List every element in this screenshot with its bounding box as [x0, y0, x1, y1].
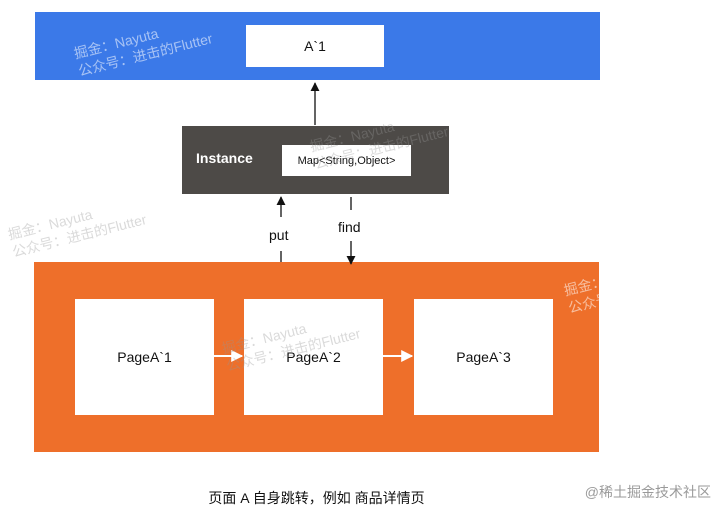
map-box: Map<String,Object> [282, 145, 411, 176]
page-a2-box: PageA`2 [244, 299, 383, 415]
map-label: Map<String,Object> [297, 154, 396, 167]
put-label: put [269, 227, 289, 243]
top-node-label: A`1 [304, 38, 326, 54]
top-node-a1: A`1 [246, 25, 384, 67]
instance-label: Instance [196, 150, 253, 166]
page-a3-label: PageA`3 [456, 349, 511, 365]
site-watermark: @稀土掘金技术社区 [584, 484, 711, 500]
page-a2-label: PageA`2 [286, 349, 341, 365]
diagram-caption: 页面 A 自身跳转，例如 商品详情页 [208, 490, 425, 506]
page-a1-label: PageA`1 [117, 349, 172, 365]
find-label: find [338, 219, 361, 235]
page-a1-box: PageA`1 [75, 299, 214, 415]
page-a3-box: PageA`3 [414, 299, 553, 415]
